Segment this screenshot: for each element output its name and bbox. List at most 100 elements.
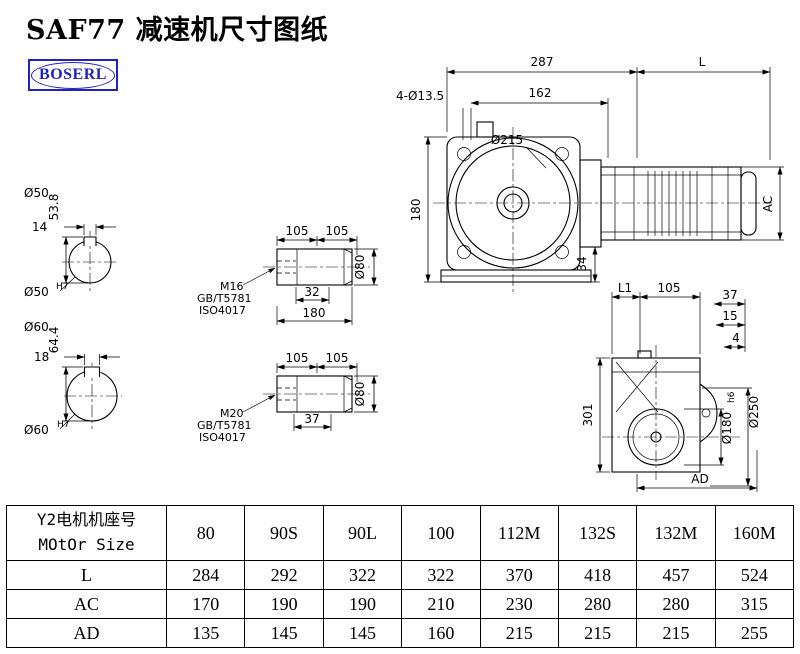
table-cell: 145 — [322, 618, 403, 648]
table-header-row: Y2电机机座号 MOtOr Size 80 90S 90L 100 112M 1… — [6, 505, 795, 561]
oil-plug — [476, 121, 494, 138]
table-cell: 524 — [714, 560, 795, 590]
m20-std1-label: GB/T5781 — [197, 419, 252, 432]
gearbox-housing — [440, 121, 592, 283]
dim-holes-label: 4-Ø13.5 — [396, 89, 444, 103]
shaft50-keyheight-label: 53.8 — [47, 194, 61, 221]
table-cell: 145 — [244, 618, 324, 648]
table-cell: 230 — [479, 589, 559, 619]
output-bore-circle — [627, 408, 685, 466]
m16-dim-c-label: 32 — [304, 285, 319, 299]
side-view: L1 105 37 15 4 301 Ø180 h6 Ø250 — [581, 281, 761, 492]
bore-circle — [503, 193, 523, 213]
front-view-centerlines — [433, 127, 772, 294]
table-cell: 280 — [636, 589, 716, 619]
shaft-section-60: 18 64.4 Ø60 Ø60 H7 — [24, 320, 122, 437]
m20-shaft-body — [276, 375, 353, 413]
logo-text: BOSERL — [39, 66, 107, 83]
table-cell: 190 — [322, 589, 403, 619]
m20-dia-label: Ø80 — [353, 382, 367, 407]
table-cell: 418 — [557, 560, 638, 590]
m16-dim-b-label: 105 — [326, 224, 349, 238]
table-cell: 322 — [401, 560, 481, 590]
table-cell: 80 — [165, 505, 246, 561]
dim-height-label: 180 — [409, 199, 423, 222]
side-dim-flange-dia-label: Ø250 — [747, 396, 761, 428]
table-cell: 280 — [557, 589, 638, 619]
m20-std2-label: ISO4017 — [199, 431, 246, 444]
shaft-detail-m20: 105 105 M20 GB/T5781 ISO4017 37 Ø80 — [197, 351, 378, 444]
table-cell: 370 — [479, 560, 559, 590]
side-dim-15-label: 15 — [722, 309, 737, 323]
motor-size-header-en: MOtOr Size — [38, 535, 135, 554]
side-housing — [611, 357, 701, 473]
shaft50-dia-label: Ø50 — [24, 186, 49, 200]
side-dim-301-label: 301 — [581, 404, 595, 427]
side-vent-plug — [637, 350, 652, 359]
motor-fan-cover — [740, 171, 757, 236]
motor-body — [600, 166, 742, 241]
shaft50-bore-tol-label: H7 — [56, 282, 69, 292]
table-row-AC: AC 170 190 190 210 230 280 280 315 — [6, 589, 795, 619]
table-cell: 90L — [322, 505, 403, 561]
table-cell: 215 — [479, 618, 559, 648]
table-cell: 135 — [165, 618, 246, 648]
side-dim-bore-tol-label: h6 — [727, 391, 737, 403]
table-cell: 315 — [714, 589, 795, 619]
m16-thread-label: M16 — [220, 280, 244, 293]
m16-std1-label: GB/T5781 — [197, 292, 252, 305]
m16-std2-label: ISO4017 — [199, 304, 246, 317]
dim-motor-length-label: L — [699, 55, 706, 69]
motor-size-header-cn: Y2电机机座号 — [36, 510, 137, 530]
table-cell: 132S — [557, 505, 638, 561]
side-dim-105-label: 105 — [658, 281, 681, 295]
table-cell: 215 — [636, 618, 716, 648]
row-label: AC — [6, 589, 167, 619]
shaft60-keywidth-label: 18 — [34, 350, 49, 364]
side-dim-l1-label: L1 — [618, 281, 632, 295]
flange-circle-inner — [455, 145, 571, 261]
table-cell: 190 — [244, 589, 324, 619]
shaft60-bore-label: Ø60 — [24, 423, 49, 437]
logo-ellipse: BOSERL — [31, 61, 115, 89]
m16-dim-d-label: 180 — [303, 306, 326, 320]
motor — [579, 159, 757, 248]
row-label: AD — [6, 618, 167, 648]
dimension-table: Y2电机机座号 MOtOr Size 80 90S 90L 100 112M 1… — [6, 505, 795, 648]
shaft60-keyway — [83, 366, 101, 377]
hub-circle — [496, 186, 530, 220]
table-cell: 292 — [244, 560, 324, 590]
flange-circle-outer — [447, 137, 579, 269]
table-cell: 170 — [165, 589, 246, 619]
front-view-dimensions: 287 L 162 4-Ø13.5 Ø215 18 — [396, 55, 784, 283]
shaft60-bore-tol-label: H7 — [57, 420, 70, 430]
table-cell: 100 — [401, 505, 481, 561]
table-cell: 160M — [714, 505, 795, 561]
table-cell: 457 — [636, 560, 716, 590]
table-cell: 160 — [401, 618, 481, 648]
shaft60-keyheight-label: 64.4 — [47, 327, 61, 354]
m20-dim-a-label: 105 — [286, 351, 309, 365]
shaft-section-50: 14 53.8 Ø50 Ø50 H7 — [24, 186, 118, 299]
shaft60-dia-label: Ø60 — [24, 320, 49, 334]
flange-bulge — [699, 383, 718, 443]
table-row-AD: AD 135 145 145 160 215 215 215 255 — [6, 618, 795, 648]
m16-shaft-body — [276, 248, 353, 286]
table-cell: 132M — [636, 505, 716, 561]
boserl-logo: BOSERL — [28, 59, 118, 91]
dim-flange-width-label: 162 — [529, 86, 552, 100]
motor-size-header: Y2电机机座号 MOtOr Size — [6, 505, 167, 561]
shaft-detail-m16: 105 105 M16 GB/T5781 ISO4017 32 180 Ø80 — [197, 224, 378, 325]
table-cell: 90S — [244, 505, 324, 561]
table-cell: 284 — [165, 560, 246, 590]
front-view: 287 L 162 4-Ø13.5 Ø215 18 — [396, 55, 784, 294]
shaft50-keywidth-label: 14 — [32, 220, 47, 234]
dim-foot-label: 34 — [575, 256, 589, 271]
dim-flange-dia-label: Ø215 — [491, 133, 523, 147]
table-row-L: L 284 292 322 322 370 418 457 524 — [6, 560, 795, 590]
dim-motor-dia-label: AC — [761, 196, 775, 212]
side-dim-bore-label: Ø180 — [720, 412, 734, 444]
shaft50-keyway — [83, 236, 97, 246]
table-cell: 210 — [401, 589, 481, 619]
